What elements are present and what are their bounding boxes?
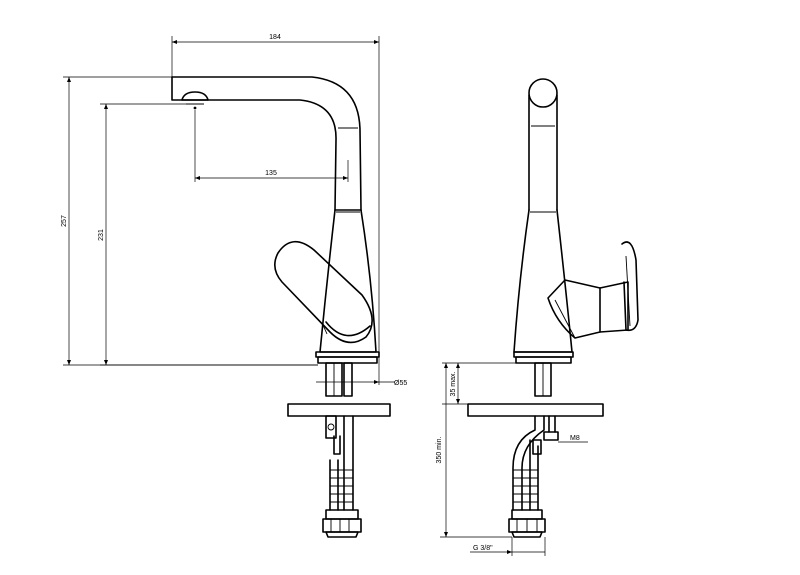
dim-connection-thread-label: G 3/8" <box>473 545 493 552</box>
dim-base-diameter: Ø55 <box>316 380 407 387</box>
dim-deck-thickness: 35 max. <box>442 362 516 405</box>
dim-outlet-height: 231 <box>98 103 318 366</box>
front-hose-connectors <box>322 509 362 538</box>
dim-overall-width: 184 <box>171 34 380 385</box>
side-hose-connectors <box>508 509 546 538</box>
lever-handle <box>274 240 373 344</box>
dim-spout-reach-label: 135 <box>265 170 277 177</box>
dim-stud-thread-label: M8 <box>570 435 580 442</box>
dim-outlet-height-label: 231 <box>98 229 105 241</box>
front-below-deck <box>325 415 354 511</box>
dim-overall-height: 257 <box>61 76 318 366</box>
dim-overall-width-label: 184 <box>269 34 281 41</box>
side-spout <box>528 78 558 211</box>
dim-hose-length-label: 350 min. <box>436 437 443 464</box>
dim-hose-length: 350 min. <box>436 363 512 538</box>
side-deck-plate <box>467 403 604 417</box>
dim-spout-reach: 135 <box>194 110 349 182</box>
side-view: 35 max. 350 min. M8 G 3/8" <box>436 78 639 556</box>
dim-base-diameter-label: Ø55 <box>394 380 407 387</box>
front-deck-plate <box>287 403 391 417</box>
side-lever <box>547 241 639 339</box>
front-view: 184 257 231 135 Ø55 <box>61 34 407 538</box>
dim-deck-thickness-label: 35 max. <box>450 371 457 396</box>
side-below-deck <box>512 415 559 511</box>
aerator <box>181 91 209 110</box>
dim-overall-height-label: 257 <box>61 215 68 227</box>
dim-stud-thread: M8 <box>558 435 588 443</box>
front-base <box>315 351 380 364</box>
side-base <box>513 351 574 364</box>
front-spout <box>171 76 362 211</box>
front-shank <box>325 362 353 397</box>
dim-connection-thread: G 3/8" <box>470 537 546 556</box>
side-shank <box>534 362 552 397</box>
